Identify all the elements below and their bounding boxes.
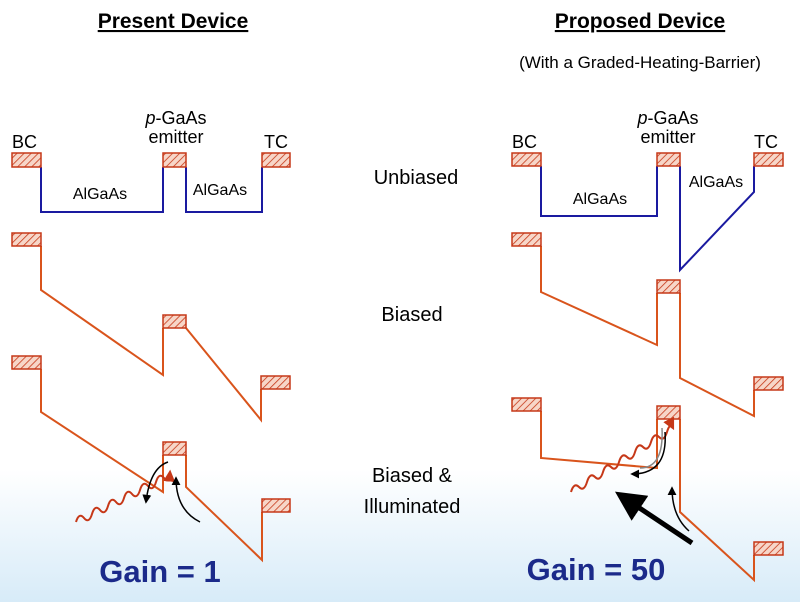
right-algaas-2: AlGaAs <box>689 174 743 191</box>
right-algaas-1: AlGaAs <box>573 191 627 208</box>
row-label-illuminated-1: Biased & <box>372 465 453 487</box>
right-illum-emitter <box>656 405 681 420</box>
row-label-illuminated-2: Illuminated <box>364 496 461 518</box>
right-big-arrow <box>615 491 694 546</box>
left-illum-emitter <box>162 441 187 456</box>
right-bc-label: BC <box>512 132 537 152</box>
right-photon-wave <box>570 416 675 493</box>
left-electron-arrow <box>171 476 201 523</box>
left-emitter-label-2: emitter <box>148 127 203 147</box>
left-illuminated-band <box>11 355 291 563</box>
left-bc-label: BC <box>12 132 37 152</box>
left-title: Present Device <box>98 10 249 33</box>
right-illuminated-band <box>511 397 784 583</box>
left-illum-bc <box>11 355 42 370</box>
right-emitter-label: p-GaAs <box>636 108 698 128</box>
left-algaas-2: AlGaAs <box>193 182 247 199</box>
right-tc-label: TC <box>754 132 778 152</box>
row-label-unbiased: Unbiased <box>374 167 459 189</box>
left-tc-label: TC <box>264 132 288 152</box>
left-biased-emitter <box>162 314 187 329</box>
left-bc-contact <box>11 152 42 168</box>
left-biased-band <box>11 232 291 423</box>
right-emitter-contact <box>656 152 681 167</box>
left-biased-tc <box>260 375 291 390</box>
left-emitter-contact <box>162 152 187 168</box>
right-illum-bc <box>511 397 542 412</box>
right-hole-arrow <box>630 431 666 479</box>
right-tc-contact <box>753 152 784 167</box>
left-gain: Gain = 1 <box>99 554 220 589</box>
right-electron-arrow <box>667 486 690 532</box>
left-algaas-1: AlGaAs <box>73 186 127 203</box>
right-subtitle: (With a Graded-Heating-Barrier) <box>519 53 761 72</box>
right-gain: Gain = 50 <box>527 552 666 587</box>
right-hole-path <box>639 427 663 469</box>
left-emitter-label: p-GaAs <box>144 108 206 128</box>
left-photon-wave <box>75 469 176 523</box>
right-illum-tc <box>753 541 784 556</box>
left-unbiased-band: BC p-GaAs emitter TC AlGaAs AlGaAs <box>11 108 291 213</box>
left-hole-arrow <box>142 461 169 504</box>
right-unbiased-band: BC p-GaAs emitter TC AlGaAs AlGaAs <box>511 108 784 273</box>
right-title: Proposed Device <box>555 10 725 33</box>
left-illum-tc <box>261 498 291 513</box>
right-bc-contact <box>511 152 542 167</box>
right-biased-bc <box>511 232 542 247</box>
right-emitter-label-2: emitter <box>640 127 695 147</box>
left-tc-contact <box>261 152 291 168</box>
right-biased-emitter <box>656 279 681 294</box>
row-label-biased: Biased <box>381 304 442 326</box>
left-biased-bc <box>11 232 42 247</box>
right-biased-band <box>511 232 784 418</box>
right-biased-tc <box>753 376 784 391</box>
